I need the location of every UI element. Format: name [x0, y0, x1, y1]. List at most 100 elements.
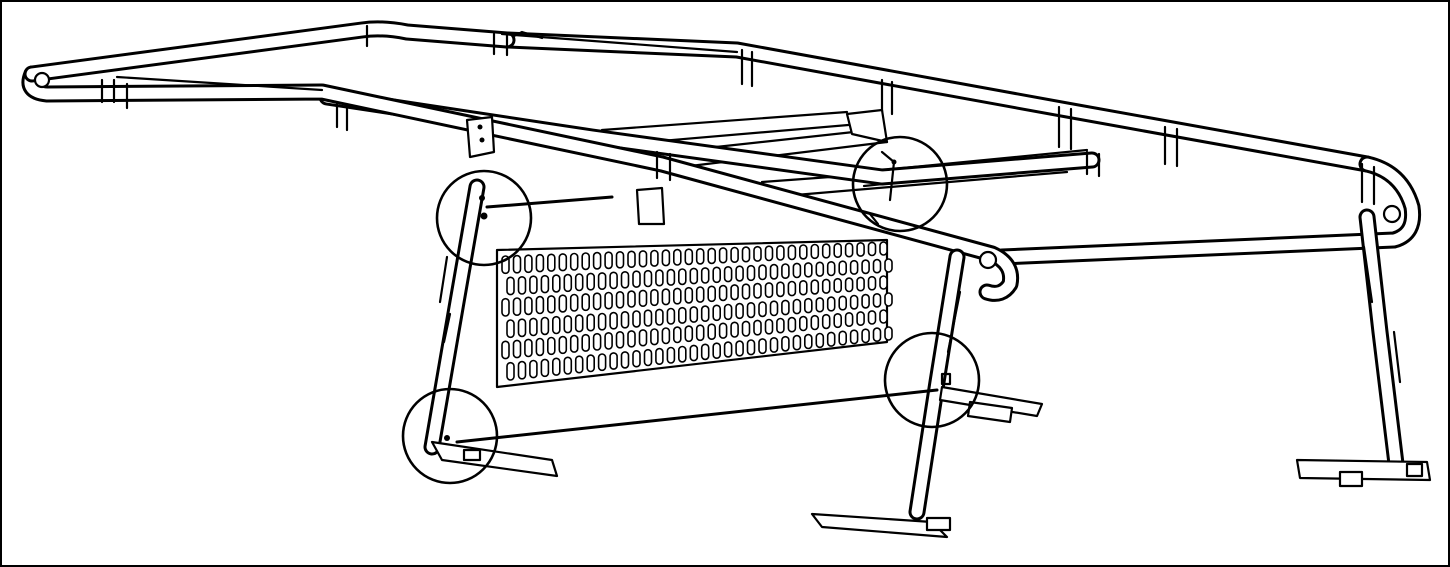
mesh-slot	[700, 305, 710, 323]
mesh-slot	[609, 311, 618, 330]
mesh-slot	[672, 248, 682, 266]
mesh-slot	[781, 335, 790, 352]
mesh-slot	[735, 265, 744, 282]
mesh-slot	[700, 267, 710, 284]
rear-posts	[335, 30, 1376, 206]
callout-upper-left-mount	[435, 169, 533, 267]
mesh-slot	[781, 263, 790, 279]
mesh-slot	[655, 269, 664, 287]
mesh-slot	[844, 242, 854, 258]
right-end-rail	[993, 155, 1422, 266]
mesh-slot	[861, 328, 870, 344]
mesh-slot	[712, 304, 722, 322]
mesh-slot	[776, 281, 785, 298]
mesh-slot	[501, 297, 510, 317]
mesh-slot	[546, 336, 556, 356]
mesh-slot	[826, 260, 836, 277]
mesh-slot	[604, 251, 613, 270]
mesh-slot	[695, 248, 705, 265]
mesh-slot	[730, 246, 739, 263]
mesh-slot	[838, 260, 848, 276]
mesh-slot	[517, 360, 527, 380]
mesh-slot	[695, 324, 705, 342]
mesh-slot	[776, 317, 785, 334]
mesh-slot	[735, 340, 744, 357]
mesh-slot	[569, 293, 579, 312]
mesh-slot	[815, 297, 825, 313]
mesh-slot	[833, 277, 843, 294]
mesh-slot	[609, 352, 618, 370]
mesh-slot	[792, 298, 802, 315]
mesh-slot	[546, 295, 556, 314]
mesh-slot	[689, 344, 699, 362]
mesh-slot	[604, 331, 613, 350]
mesh-slot	[632, 310, 641, 328]
mesh-slot	[821, 313, 831, 330]
mesh-slot	[861, 259, 870, 275]
upper-right-hardware	[868, 150, 897, 226]
mesh-slot	[689, 306, 699, 323]
mesh-slot	[753, 319, 762, 336]
mesh-slot	[684, 248, 694, 266]
mesh-slot	[746, 301, 756, 319]
mesh-slot	[741, 320, 751, 337]
mesh-slot	[563, 315, 573, 334]
mesh-slot	[776, 245, 785, 261]
mesh-slot	[677, 268, 687, 286]
mesh-slot	[833, 242, 843, 258]
mesh-slot	[627, 330, 636, 348]
mesh-slot	[821, 243, 831, 259]
mesh-slot	[632, 349, 641, 368]
mesh-slot	[529, 275, 538, 295]
mesh-slot	[581, 333, 591, 352]
mesh-slot	[707, 247, 717, 265]
mesh-slot	[769, 336, 779, 353]
mesh-slot	[735, 302, 744, 320]
mesh-slot	[758, 301, 767, 318]
mesh-slot	[815, 261, 825, 277]
mesh-slot	[684, 325, 694, 343]
mesh-slot	[798, 315, 808, 332]
mesh-slot	[758, 338, 767, 355]
mesh-slot	[643, 269, 653, 288]
mesh-slot	[695, 286, 705, 303]
mesh-slot	[529, 359, 538, 379]
mesh-slot	[764, 318, 774, 335]
mesh-slot	[586, 313, 596, 332]
mesh-slot	[506, 361, 515, 381]
rail-brackets	[465, 108, 889, 226]
mesh-slot	[512, 297, 522, 317]
mesh-slot	[551, 315, 561, 335]
mesh-slot	[655, 308, 664, 326]
mesh-slot	[798, 244, 808, 260]
mesh-slot	[849, 294, 859, 310]
mesh-slot	[512, 339, 522, 359]
mesh-slot	[879, 309, 888, 324]
mesh-slot	[753, 282, 762, 299]
mesh-slot	[592, 251, 602, 270]
mesh-slot	[718, 247, 728, 264]
mesh-slot	[730, 321, 739, 338]
mesh-slot	[856, 276, 865, 292]
mesh-slot	[879, 241, 888, 256]
mesh-slot	[569, 252, 579, 271]
mesh-slot	[689, 267, 699, 285]
mesh-slot	[627, 290, 636, 308]
mesh-slot	[643, 348, 653, 367]
mesh-slot	[632, 270, 641, 288]
mesh-slot	[655, 347, 664, 366]
mesh-slot	[712, 342, 722, 360]
front-top-rail	[21, 65, 1020, 302]
mesh-slot	[661, 327, 671, 345]
mesh-slot	[718, 284, 728, 302]
mesh-slot	[723, 303, 733, 321]
mesh-slot	[501, 340, 510, 360]
mesh-slot	[792, 262, 802, 279]
mesh-slot	[833, 312, 843, 329]
mesh-slot	[872, 327, 882, 343]
mesh-slot	[707, 285, 717, 303]
mesh-slot	[718, 322, 728, 339]
mesh-slot	[764, 282, 774, 298]
ladder-rack-diagram	[21, 20, 1432, 539]
mesh-slot	[524, 338, 533, 358]
